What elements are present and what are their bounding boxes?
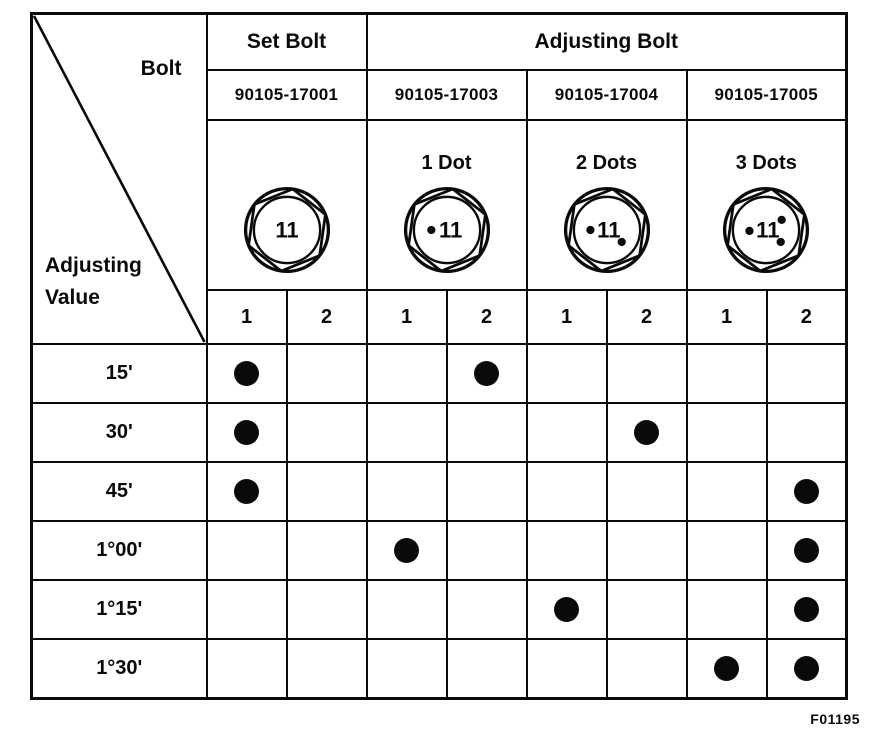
adjusting-value-label: 15'	[30, 343, 208, 404]
part-number-cell: 90105-17004	[525, 69, 688, 121]
dot-cell	[605, 638, 688, 700]
corner-label-line1: Adjusting	[45, 253, 142, 277]
corner-label-line2: Value	[45, 286, 100, 310]
table-row: 30'	[30, 402, 848, 463]
adjusting-value-label: 45'	[30, 461, 208, 522]
dot-cell	[605, 520, 688, 581]
bolt-head-cell-3dots: 3 Dots 11	[685, 119, 848, 291]
subcolumn-header: 2	[445, 289, 528, 345]
subcolumn-header: 1	[365, 289, 448, 345]
dot-cell	[765, 343, 848, 404]
bolt-head-cell-1dot: 1 Dot 11	[365, 119, 528, 291]
part-number-cell: 90105-17003	[365, 69, 528, 121]
bolt-head-illustration-0-dots: 11	[243, 186, 330, 274]
dot-cell	[605, 402, 688, 463]
dot-cell	[365, 343, 448, 404]
dot-cell	[765, 402, 848, 463]
bolt-size-marking: 11	[756, 217, 779, 242]
adjusting-value-label: 30'	[30, 402, 208, 463]
dot-cell	[445, 520, 528, 581]
part-number-cell: 90105-17005	[685, 69, 848, 121]
dot-cell	[765, 579, 848, 640]
bolt-size-marking: 11	[597, 217, 620, 242]
dot-cell	[205, 402, 288, 463]
dot-count-label: 3 Dots	[735, 151, 797, 174]
dot-count-label	[209, 148, 365, 178]
dot-cell	[525, 638, 608, 700]
dot-cell	[445, 343, 528, 404]
dot-cell	[685, 638, 768, 700]
bolt-head-illustration-2-dots: 11	[563, 186, 650, 274]
table-row: 15'	[30, 343, 848, 404]
dot-cell	[445, 638, 528, 700]
bolt-head-cell-2dots: 2 Dots 11	[525, 119, 688, 291]
dot-cell	[285, 638, 368, 700]
bolt-identification-table: Bolt Adjusting Value Set Bolt Adjusting …	[30, 12, 849, 700]
subcolumn-header: 1	[205, 289, 288, 345]
dot-cell	[525, 343, 608, 404]
bolt-size-marking: 11	[439, 217, 462, 242]
dot-cell	[365, 638, 448, 700]
dot-cell	[205, 461, 288, 522]
bolt-head-cell-set: 11	[205, 119, 368, 291]
adjusting-bolt-group-header: Adjusting Bolt	[365, 12, 848, 71]
dot-cell	[765, 520, 848, 581]
part-number-cell: 90105-17001	[205, 69, 368, 121]
dot-cell	[205, 638, 288, 700]
subcolumn-header: 2	[605, 289, 688, 345]
table-row: 45'	[30, 461, 848, 522]
dot-cell	[765, 461, 848, 522]
dot-cell	[205, 343, 288, 404]
subcolumn-header: 2	[285, 289, 368, 345]
dot-cell	[685, 343, 768, 404]
set-bolt-group-header: Set Bolt	[205, 12, 368, 71]
dot-cell	[525, 461, 608, 522]
dot-cell	[365, 402, 448, 463]
diagonal-divider	[33, 15, 206, 343]
dot-cell	[285, 520, 368, 581]
table-row: 1°15'	[30, 579, 848, 640]
dot-cell	[685, 579, 768, 640]
bolt-size-marking: 11	[275, 217, 298, 242]
dot-cell	[685, 461, 768, 522]
dot-cell	[205, 579, 288, 640]
dot-cell	[445, 402, 528, 463]
figure-code: F01195	[810, 711, 860, 727]
subcolumn-header: 2	[765, 289, 848, 345]
dot-cell	[525, 520, 608, 581]
dot-cell	[605, 579, 688, 640]
dot-cell	[365, 520, 448, 581]
corner-label-bolt: Bolt	[140, 57, 182, 80]
subcolumn-header: 1	[685, 289, 768, 345]
dot-cell	[605, 461, 688, 522]
adjusting-value-label: 1°30'	[30, 638, 208, 700]
dot-cell	[525, 579, 608, 640]
dot-cell	[365, 579, 448, 640]
dot-cell	[285, 461, 368, 522]
table-row: 1°00'	[30, 520, 848, 581]
dot-cell	[445, 579, 528, 640]
adjusting-value-label: 1°00'	[30, 520, 208, 581]
dot-cell	[525, 402, 608, 463]
dot-count-label: 1 Dot	[421, 151, 472, 174]
dot-cell	[685, 520, 768, 581]
dot-cell	[285, 343, 368, 404]
subcolumn-header: 1	[525, 289, 608, 345]
dot-cell	[605, 343, 688, 404]
dot-cell	[445, 461, 528, 522]
dot-cell	[365, 461, 448, 522]
corner-cell: Bolt Adjusting Value	[30, 12, 208, 345]
adjusting-value-label: 1°15'	[30, 579, 208, 640]
dot-cell	[285, 579, 368, 640]
corner-label-adjusting-value: Adjusting Value	[45, 250, 142, 315]
dot-cell	[765, 638, 848, 700]
bolt-head-illustration-3-dots: 11	[723, 186, 810, 274]
table-row: 1°30'	[30, 638, 848, 700]
dot-count-label: 2 Dots	[575, 151, 638, 174]
dot-cell	[205, 520, 288, 581]
dot-cell	[685, 402, 768, 463]
dot-cell	[285, 402, 368, 463]
bolt-head-illustration-1-dot: 11	[403, 186, 490, 274]
